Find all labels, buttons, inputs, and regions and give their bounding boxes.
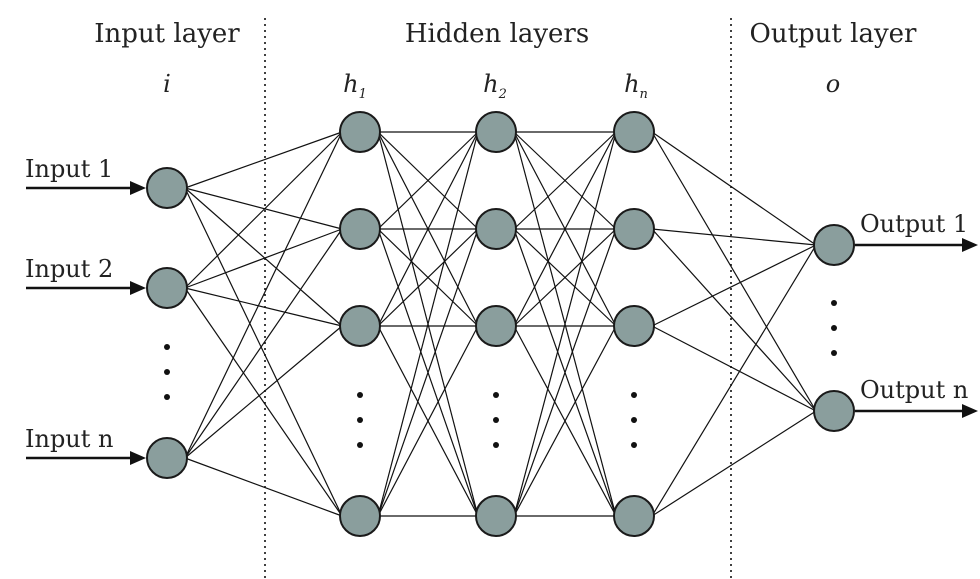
hidden-layer-n-symbol: hn	[624, 70, 648, 102]
hidden-2-node-n	[475, 495, 517, 537]
output-n-label: Output n	[860, 376, 968, 404]
hidden-layer-2-symbol-sub: 2	[498, 87, 507, 102]
edge-l2-3-1	[513, 228, 617, 517]
edge-l0-0-3	[184, 187, 343, 517]
edge-l1-3-1	[377, 228, 479, 517]
hidden-2-node-2	[475, 208, 517, 250]
edge-l2-2-0	[513, 131, 617, 327]
hidden-n-node-2	[613, 208, 655, 250]
hidden-1-ellipsis	[357, 392, 363, 448]
hidden-layer-2-symbol: h2	[483, 70, 507, 102]
hidden-n-ellipsis	[631, 392, 637, 448]
hidden-layer-1-symbol: h1	[343, 70, 367, 102]
hidden-layer-1-symbol-base: h	[343, 70, 358, 98]
input-2-arrowhead	[130, 281, 146, 295]
edge-l0-2-1	[184, 228, 343, 459]
input-node-1	[146, 167, 188, 209]
input-ellipsis	[164, 344, 170, 400]
input-node-n	[146, 437, 188, 479]
edge-l0-2-0	[184, 131, 343, 459]
edge-l3-2-1	[651, 325, 817, 412]
output-layer-symbol: o	[826, 70, 840, 98]
edge-l0-0-0	[184, 131, 343, 189]
hidden-layer-1-symbol-sub: 1	[359, 87, 367, 102]
edge-l0-1-0	[184, 131, 343, 289]
output-1-arrowhead	[962, 238, 978, 252]
output-layer-heading: Output layer	[750, 19, 918, 49]
edge-l3-3-1	[651, 410, 817, 517]
hidden-layer-1-nodes	[339, 111, 381, 537]
input-node-2	[146, 267, 188, 309]
edge-l2-2-1	[513, 228, 617, 327]
hidden-layer-2-nodes	[475, 111, 517, 537]
hidden-1-node-1	[339, 111, 381, 153]
connections	[184, 131, 817, 517]
edge-l0-0-1	[184, 187, 343, 230]
input-layer-heading: Input layer	[94, 19, 240, 49]
edge-l1-2-1	[377, 228, 479, 327]
edge-l2-3-2	[513, 325, 617, 517]
input-n-arrowhead	[130, 451, 146, 465]
output-node-1	[813, 224, 855, 266]
input-layer-nodes	[146, 167, 188, 479]
input-1-arrowhead	[130, 181, 146, 195]
edge-l2-3-0	[513, 131, 617, 517]
output-node-n	[813, 390, 855, 432]
input-2-label: Input 2	[25, 255, 113, 283]
hidden-2-node-1	[475, 111, 517, 153]
edge-l3-3-0	[651, 244, 817, 517]
hidden-n-node-n	[613, 495, 655, 537]
edge-l1-1-0	[377, 131, 479, 230]
hidden-layer-n-symbol-base: h	[624, 70, 639, 98]
edge-l1-3-0	[377, 131, 479, 517]
edge-l3-0-0	[651, 131, 817, 246]
edge-l3-1-1	[651, 228, 817, 412]
hidden-layer-n-symbol-sub: n	[640, 87, 648, 102]
edge-l1-2-0	[377, 131, 479, 327]
edge-l0-2-2	[184, 325, 343, 459]
input-1-label: Input 1	[25, 155, 113, 183]
edge-l0-1-3	[184, 287, 343, 517]
edge-l3-1-0	[651, 228, 817, 246]
hidden-layer-n-nodes	[613, 111, 655, 537]
edge-l3-2-0	[651, 244, 817, 327]
input-layer-symbol: i	[163, 70, 171, 98]
hidden-n-node-1	[613, 111, 655, 153]
output-n-arrowhead	[962, 404, 978, 418]
edge-l0-0-2	[184, 187, 343, 327]
output-layer-nodes	[813, 224, 855, 432]
edge-l0-1-2	[184, 287, 343, 327]
hidden-layer-2-symbol-base: h	[483, 70, 498, 98]
edge-l0-1-1	[184, 228, 343, 289]
input-n-label: Input n	[25, 425, 114, 453]
hidden-1-node-3	[339, 305, 381, 347]
output-1-label: Output 1	[860, 210, 968, 238]
hidden-1-node-2	[339, 208, 381, 250]
hidden-layers-heading: Hidden layers	[405, 19, 589, 49]
hidden-2-ellipsis	[493, 392, 499, 448]
output-ellipsis	[831, 300, 837, 356]
edge-l2-1-0	[513, 131, 617, 230]
hidden-2-node-3	[475, 305, 517, 347]
edge-l3-0-1	[651, 131, 817, 412]
output-arrows	[855, 238, 978, 418]
hidden-1-node-n	[339, 495, 381, 537]
hidden-n-node-3	[613, 305, 655, 347]
input-arrows	[26, 181, 146, 465]
edge-l0-2-3	[184, 457, 343, 517]
edge-l1-3-2	[377, 325, 479, 517]
